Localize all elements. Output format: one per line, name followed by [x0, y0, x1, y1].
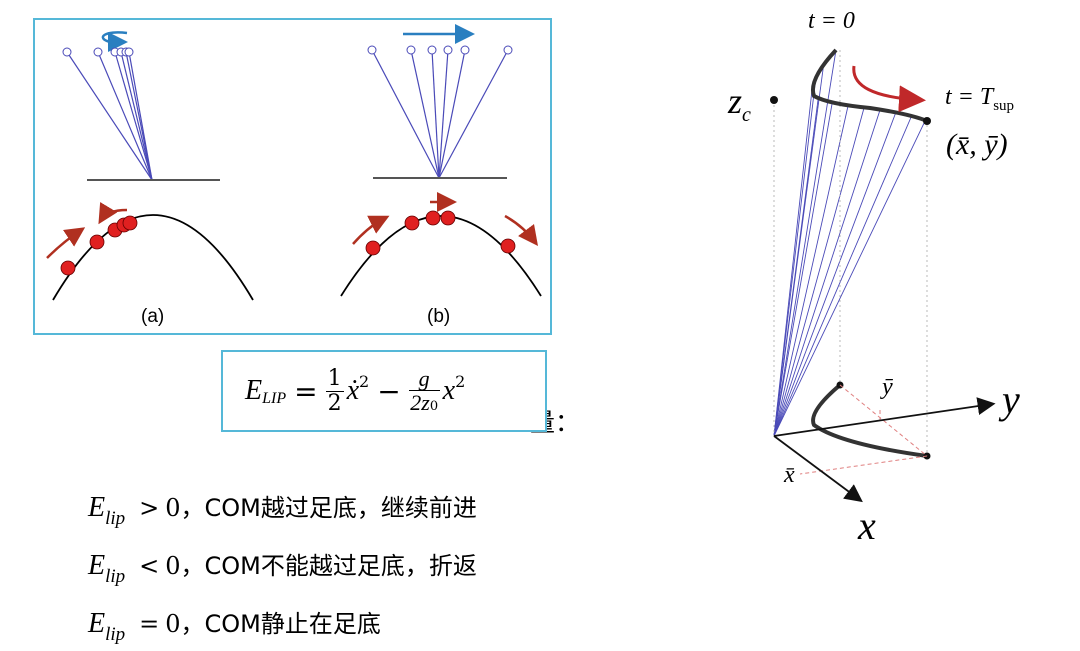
condition-text: ，COM越过足底，继续前进 [180, 494, 477, 522]
trajectory-end-point [923, 117, 931, 125]
condition-text: ，COM静止在足底 [180, 610, 381, 638]
zc-text: z [728, 81, 743, 121]
motion-arrow [852, 65, 926, 113]
formula-frac2: g 2z0 [408, 367, 440, 415]
condition-op: = [139, 610, 160, 638]
panel-a-label: (a) [141, 306, 165, 327]
com-trajectory [811, 48, 928, 123]
condition-sub: lip [105, 566, 126, 587]
formula-term1-sup: 2 [359, 371, 370, 391]
zc-sub: c [742, 104, 751, 126]
t0-label: t = 0 [808, 8, 855, 35]
condition-sub: lip [105, 624, 126, 645]
pendulum-figure [46, 24, 542, 301]
y-axis-label: y [1002, 377, 1020, 422]
com-3d-drawing [770, 48, 996, 503]
formula-frac2-den: 2z [410, 390, 430, 415]
condition-sub: lip [105, 508, 126, 529]
formula-eq: = [294, 374, 318, 408]
xy-bar-label: (x̄, ȳ) [946, 128, 1008, 161]
xbar-label: x̄ [784, 462, 795, 488]
tsup-sub: sup [993, 98, 1015, 114]
condition-var: E [88, 550, 106, 581]
formula-term2: x [442, 375, 456, 406]
ybar-label: ȳ [882, 374, 893, 400]
condition-zero: Elip =0，COM静止在足底 [88, 604, 381, 645]
condition-op: < [139, 552, 160, 580]
zc-point [770, 96, 778, 104]
condition-op: > [139, 494, 160, 522]
condition-value: 0 [165, 610, 181, 638]
y-axis-line [773, 397, 996, 437]
zc-label: zc [728, 80, 751, 126]
panel-b-pendulum [367, 24, 513, 179]
pendulum-figure-panel: (a) (b) [33, 18, 552, 335]
condition-value: 0 [165, 552, 181, 580]
panel-b-label: (b) [427, 306, 451, 327]
pendulum-fan-lines [773, 49, 927, 437]
formula-frac1-num: 1 [325, 366, 344, 392]
formula-term1: ẋ [346, 375, 360, 406]
energy-formula: E LIP = 1 2 ẋ 2 − g 2z0 x 2 [245, 367, 465, 415]
energy-formula-box: E LIP = 1 2 ẋ 2 − g 2z0 x 2 [221, 350, 547, 432]
condition-var: E [88, 492, 106, 523]
formula-lhs: E [245, 375, 263, 406]
condition-text: ，COM不能越过足底，折返 [180, 552, 477, 580]
formula-frac2-den-sub: 0 [429, 399, 439, 414]
formula-frac2-den-wrap: 2z0 [410, 391, 438, 415]
formula-minus: − [377, 374, 401, 408]
tsup-label: t = Tsup [945, 84, 1015, 114]
panel-b-energy-arc [340, 192, 542, 297]
t0-text: t = 0 [808, 8, 855, 34]
formula-frac1-den: 2 [327, 390, 342, 416]
ground-trajectory [811, 383, 928, 458]
condition-negative: Elip <0，COM不能越过足底，折返 [88, 546, 477, 587]
com-3d-diagram: t = 0 t = Tsup (x̄, ȳ) zc ȳ x̄ y x [700, 0, 1080, 560]
formula-lhs-sub: LIP [262, 390, 287, 407]
formula-frac1: 1 2 [325, 366, 344, 416]
condition-var: E [88, 608, 106, 639]
projection-lines [773, 50, 928, 455]
formula-frac2-num: g [408, 367, 440, 391]
tsup-text: t = T [945, 84, 994, 110]
condition-value: 0 [165, 494, 181, 522]
condition-positive: Elip >0，COM越过足底，继续前进 [88, 488, 477, 529]
panel-a-energy-arc [46, 201, 254, 301]
x-axis-line [773, 435, 863, 503]
panel-a-pendulum [62, 31, 220, 181]
x-axis-label: x [858, 503, 876, 548]
formula-term2-sup: 2 [455, 371, 466, 391]
